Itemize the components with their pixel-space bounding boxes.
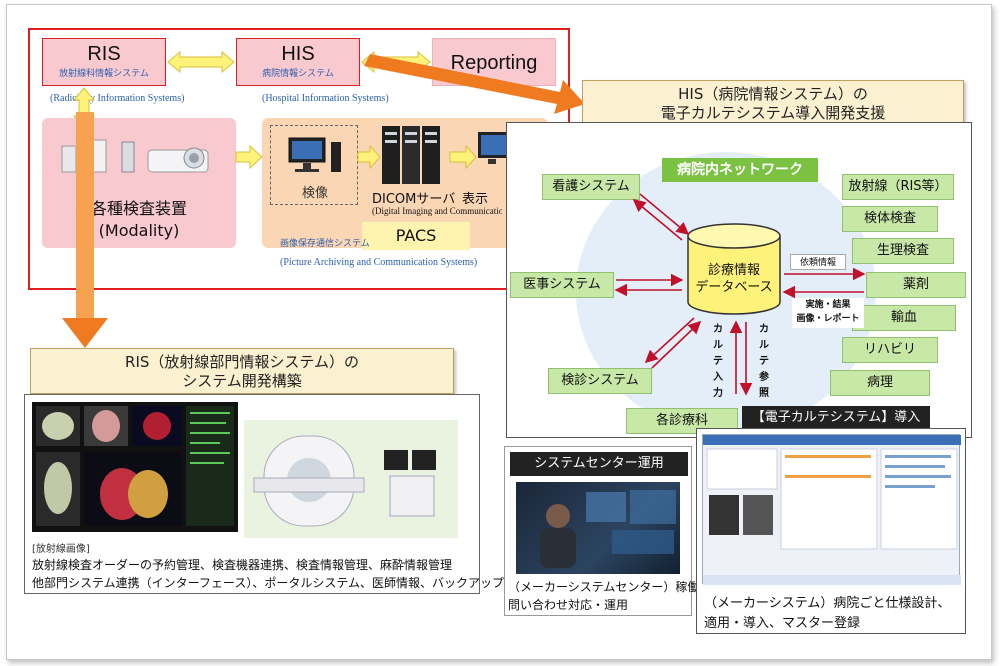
center-line1: （メーカーシステムセンター）稼働監視・ — [508, 580, 736, 594]
jisshi-line2: 画像・レポート — [796, 314, 860, 324]
karte-ref-label: カルテ参照 — [759, 324, 769, 399]
his-callout-line1: HIS（病院情報システム）の — [678, 85, 868, 103]
system-center-photo — [516, 482, 680, 574]
ris-image-caption: [放射線画像] — [32, 544, 90, 555]
ris-en: (Radiology Information Systems) — [50, 93, 185, 104]
modality-area: 各種検査装置 (Modality) — [42, 118, 236, 248]
network-title: 病院内ネットワーク — [662, 158, 818, 182]
his-callout-line2: 電子カルテシステム導入開発支援 — [660, 104, 886, 122]
his-box: HIS 病院情報システム — [236, 38, 360, 86]
pacs-label: PACS — [395, 226, 437, 245]
label-byori: 病理 — [830, 370, 930, 396]
reporting-title: Reporting — [450, 52, 538, 74]
modality-label: 各種検査装置 — [90, 199, 187, 218]
label-kentai: 検体検査 — [842, 206, 938, 232]
his-title: HIS — [281, 43, 315, 65]
dicom-server-icon — [380, 124, 444, 186]
emr-banner: 【電子カルテシステム】導入 — [742, 406, 930, 430]
modality-en: (Modality) — [98, 221, 180, 240]
kenzo-pc-icon — [287, 136, 345, 180]
irai-label: 依頼情報 — [790, 254, 846, 270]
label-rihabiri: リハビリ — [842, 337, 938, 363]
kenzo-box: 検像 — [270, 125, 358, 205]
ct-scanner-image — [244, 420, 458, 538]
pacs-en: (Picture Archiving and Communication Sys… — [280, 257, 478, 268]
emr-screenshot — [702, 434, 961, 585]
his-jp: 病院情報システム — [262, 69, 334, 79]
jisshi-box: 実施・結果 画像・レポート — [792, 298, 864, 328]
db-label-2: データベース — [695, 280, 773, 295]
pacs-label-box: PACS — [362, 222, 470, 250]
kenzo-label: 検像 — [301, 186, 328, 201]
hyoji-label: 表示 — [462, 192, 489, 207]
display-pc-icon — [478, 130, 506, 174]
karte-in-label: カルテ入力 — [713, 324, 723, 399]
label-yuketsu: 輸血 — [852, 305, 956, 331]
ris-desc-line2: 他部門システム連携（インターフェース）、ポータルシステム、医師情報、バックアップ — [32, 576, 504, 590]
pacs-jp: 画像保存通信システム — [280, 239, 370, 249]
dicom-en: (Digital Imaging and Communications in M… — [372, 206, 502, 216]
maker-line2: 適用・導入、マスター登録 — [704, 616, 861, 631]
ris-jp: 放射線科情報システム — [59, 69, 149, 79]
ris-box: RIS 放射線科情報システム — [42, 38, 166, 86]
label-hoshasen: 放射線（RIS等） — [842, 174, 954, 200]
center-title: システムセンター運用 — [510, 452, 688, 476]
database-icon — [684, 222, 784, 318]
label-yakuzai: 薬剤 — [866, 272, 966, 298]
db-label-1: 診療情報 — [707, 263, 760, 278]
ris-desc-line1: 放射線検査オーダーの予約管理、検査機器連携、検査情報管理、麻酔情報管理 — [32, 558, 453, 572]
label-seiri: 生理検査 — [852, 238, 954, 264]
ris-title: RIS — [87, 43, 121, 65]
jisshi-line1: 実施・結果 — [805, 300, 851, 310]
label-kango: 看護システム — [542, 174, 640, 200]
radiology-viewer-image — [32, 402, 238, 532]
center-line2: 問い合わせ対応・運用 — [508, 598, 629, 612]
label-iji: 医事システム — [510, 272, 614, 298]
his-callout: HIS（病院情報システム）の 電子カルテシステム導入開発支援 — [582, 80, 964, 126]
modality-devices-icon — [58, 136, 218, 176]
maker-line1: （メーカーシステム）病院ごと仕様設計、 — [704, 596, 951, 611]
label-kenshin: 検診システム — [548, 368, 652, 394]
ris-callout: RIS（放射線部門情報システム）の システム開発構築 — [30, 348, 454, 394]
his-en: (Hospital Information Systems) — [262, 93, 389, 104]
ris-callout-line1: RIS（放射線部門情報システム）の — [125, 353, 359, 371]
dicom-label: DICOMサーバ — [372, 192, 456, 207]
ris-callout-line2: システム開発構築 — [182, 372, 302, 390]
label-kakushinryoka: 各診療科 — [626, 408, 738, 434]
